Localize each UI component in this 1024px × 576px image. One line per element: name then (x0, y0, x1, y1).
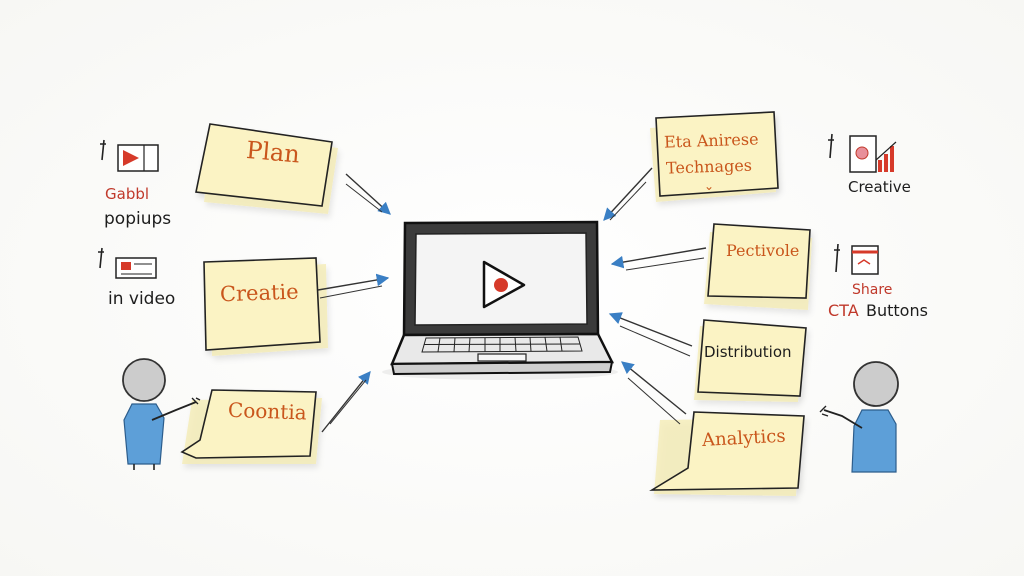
laptop-with-play-icon (382, 220, 618, 380)
note-eta-anirese-mark: ⌄ (704, 179, 714, 193)
arrow-coontia (321, 371, 371, 433)
note-plan (195, 123, 338, 214)
arrow-pectivole (610, 247, 707, 269)
note-eta-anirese-line2: Technages (666, 156, 753, 178)
chart-card-icon (828, 133, 897, 173)
label-cta: CTA (828, 301, 859, 320)
note-pectivole (704, 223, 812, 310)
arrow-analytics (621, 361, 687, 415)
note-creatie-label: Creatie (220, 280, 299, 307)
arrows (317, 167, 707, 433)
video-card-icon (100, 139, 159, 172)
arrow-plan (345, 173, 391, 215)
label-creative: Creative (848, 178, 911, 196)
note-pectivole-label: Pectivole (726, 241, 799, 260)
arrow-distribution (608, 312, 693, 347)
label-gabbl: Gabbl (105, 185, 149, 203)
share-card-icon (834, 243, 879, 275)
stick-figure-icon (122, 358, 201, 470)
label-share: Share (852, 282, 892, 298)
note-analytics-label: Analytics (701, 426, 787, 451)
label-popiups: popiups (104, 209, 171, 229)
note-eta-anirese (650, 111, 779, 202)
note-plan-label: Plan (245, 136, 301, 169)
note-coontia (180, 389, 322, 464)
note-coontia-label: Coontia (228, 398, 307, 425)
label-buttons: Buttons (866, 301, 928, 320)
video-player-icon (98, 247, 157, 279)
note-creatie (203, 257, 328, 356)
note-analytics (649, 411, 805, 496)
note-distribution (694, 319, 807, 402)
note-distribution-label: Distribution (704, 343, 792, 361)
label-in-video: in video (108, 289, 175, 309)
stick-figure-icon (819, 361, 899, 473)
arrow-eta-anirese (603, 167, 653, 221)
note-eta-anirese-line1: Eta Anirese (664, 129, 759, 151)
arrow-creatie (317, 273, 390, 291)
